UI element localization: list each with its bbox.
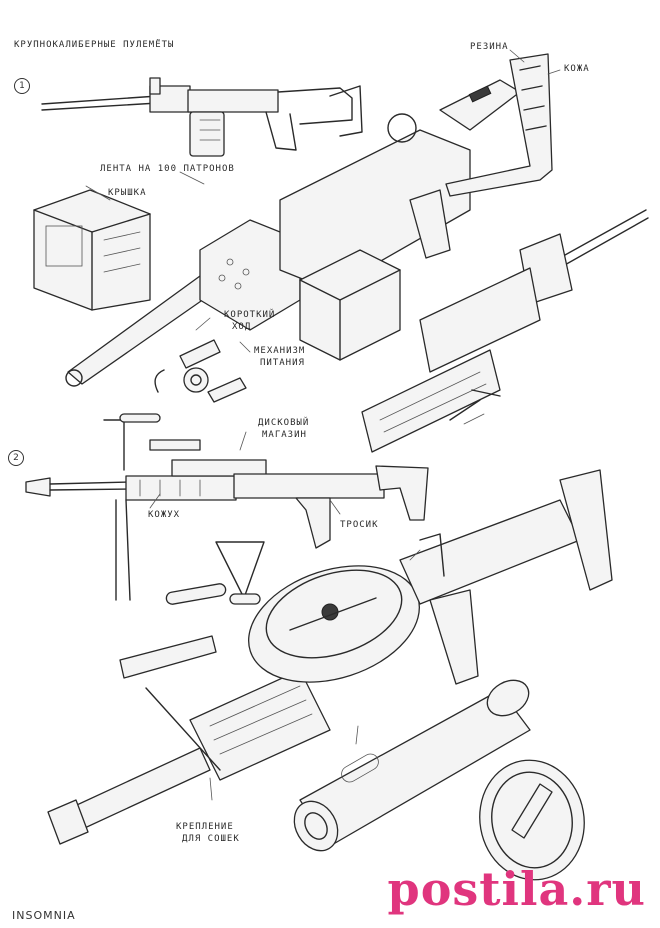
label-bipod-mount: Крепление	[176, 822, 234, 832]
feed-mechanism-parts	[154, 339, 247, 403]
small-parts	[119, 413, 265, 605]
label-casing: Кожух	[148, 510, 181, 520]
label-belt: Лента на 100 патронов	[100, 164, 235, 174]
label-feed-mech: Механизм	[254, 346, 306, 356]
label-cover: Крышка	[108, 188, 147, 198]
label-short-stroke: Короткий	[224, 310, 276, 320]
mg2-perspective-view	[47, 469, 613, 845]
section-number-1: 1	[14, 78, 30, 94]
artist-signature: Insomnia	[12, 909, 76, 922]
annotation-arrows	[85, 49, 561, 801]
sheet-title: Крупнокалиберные пулемёты	[14, 40, 175, 50]
label-rubber: Резина	[470, 42, 509, 52]
label-short-stroke-2: ход	[232, 322, 252, 332]
receiver-detail-sketch	[361, 209, 649, 453]
mg2-side-view	[25, 419, 429, 601]
mg1-side-view	[41, 77, 363, 157]
watermark-logo: postila.ru	[387, 862, 646, 916]
label-drum-mag-2: магазин	[262, 430, 307, 440]
label-feed-mech-2: питания	[260, 358, 305, 368]
label-drum-mag: Дисковый	[258, 418, 310, 428]
label-leather: Кожа	[564, 64, 590, 74]
label-bipod-mount-2: для сошек	[182, 834, 240, 844]
label-cable: Тросик	[340, 520, 379, 530]
ammo-box-sketch	[33, 189, 151, 311]
drum-rear-sketch	[479, 759, 585, 881]
mg1-perspective-view	[65, 53, 553, 387]
section-number-2: 2	[8, 450, 24, 466]
casing-detail-sketch	[293, 679, 531, 852]
